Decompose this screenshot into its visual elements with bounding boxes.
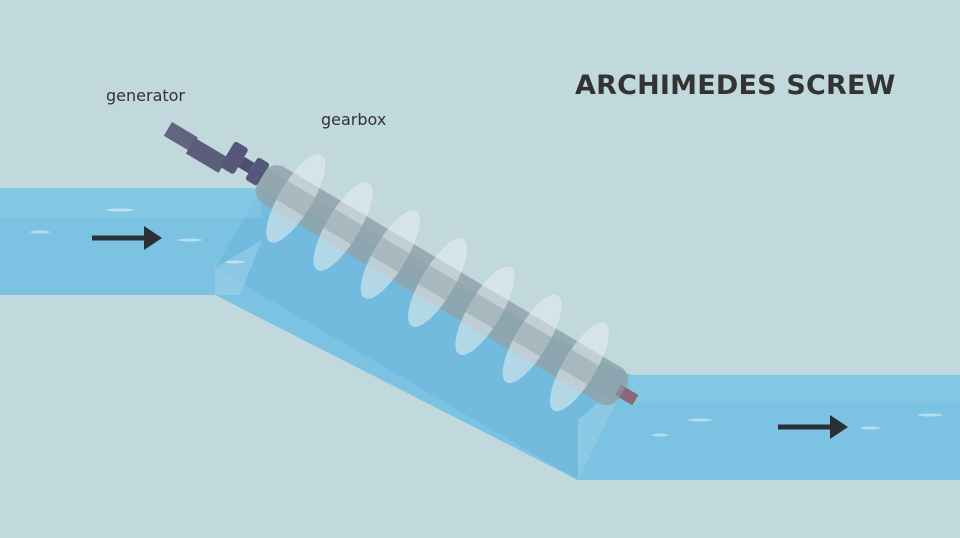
gearbox-label: gearbox — [321, 110, 387, 129]
gearbox — [220, 141, 270, 186]
generator-label: generator — [106, 86, 186, 105]
diagram-title: ARCHIMEDES SCREW — [575, 70, 896, 101]
screw — [255, 154, 639, 412]
generator — [163, 122, 228, 173]
flow-arrow-in — [92, 226, 162, 250]
flow-arrow-out — [778, 415, 848, 439]
